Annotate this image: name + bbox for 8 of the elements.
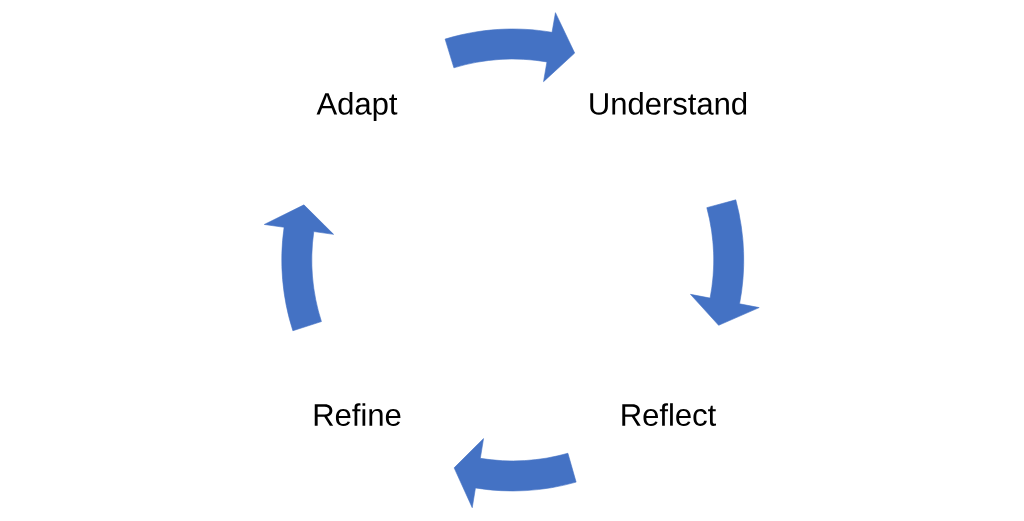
curved-arrow bbox=[453, 438, 577, 508]
step-label: Reflect bbox=[622, 403, 716, 426]
step-label: Adapt bbox=[316, 92, 398, 121]
curved-arrow bbox=[264, 204, 334, 332]
step-label: Understand bbox=[590, 92, 747, 115]
curved-arrow bbox=[444, 12, 575, 82]
step-label: Refine bbox=[314, 403, 401, 426]
curved-arrow bbox=[690, 199, 760, 326]
